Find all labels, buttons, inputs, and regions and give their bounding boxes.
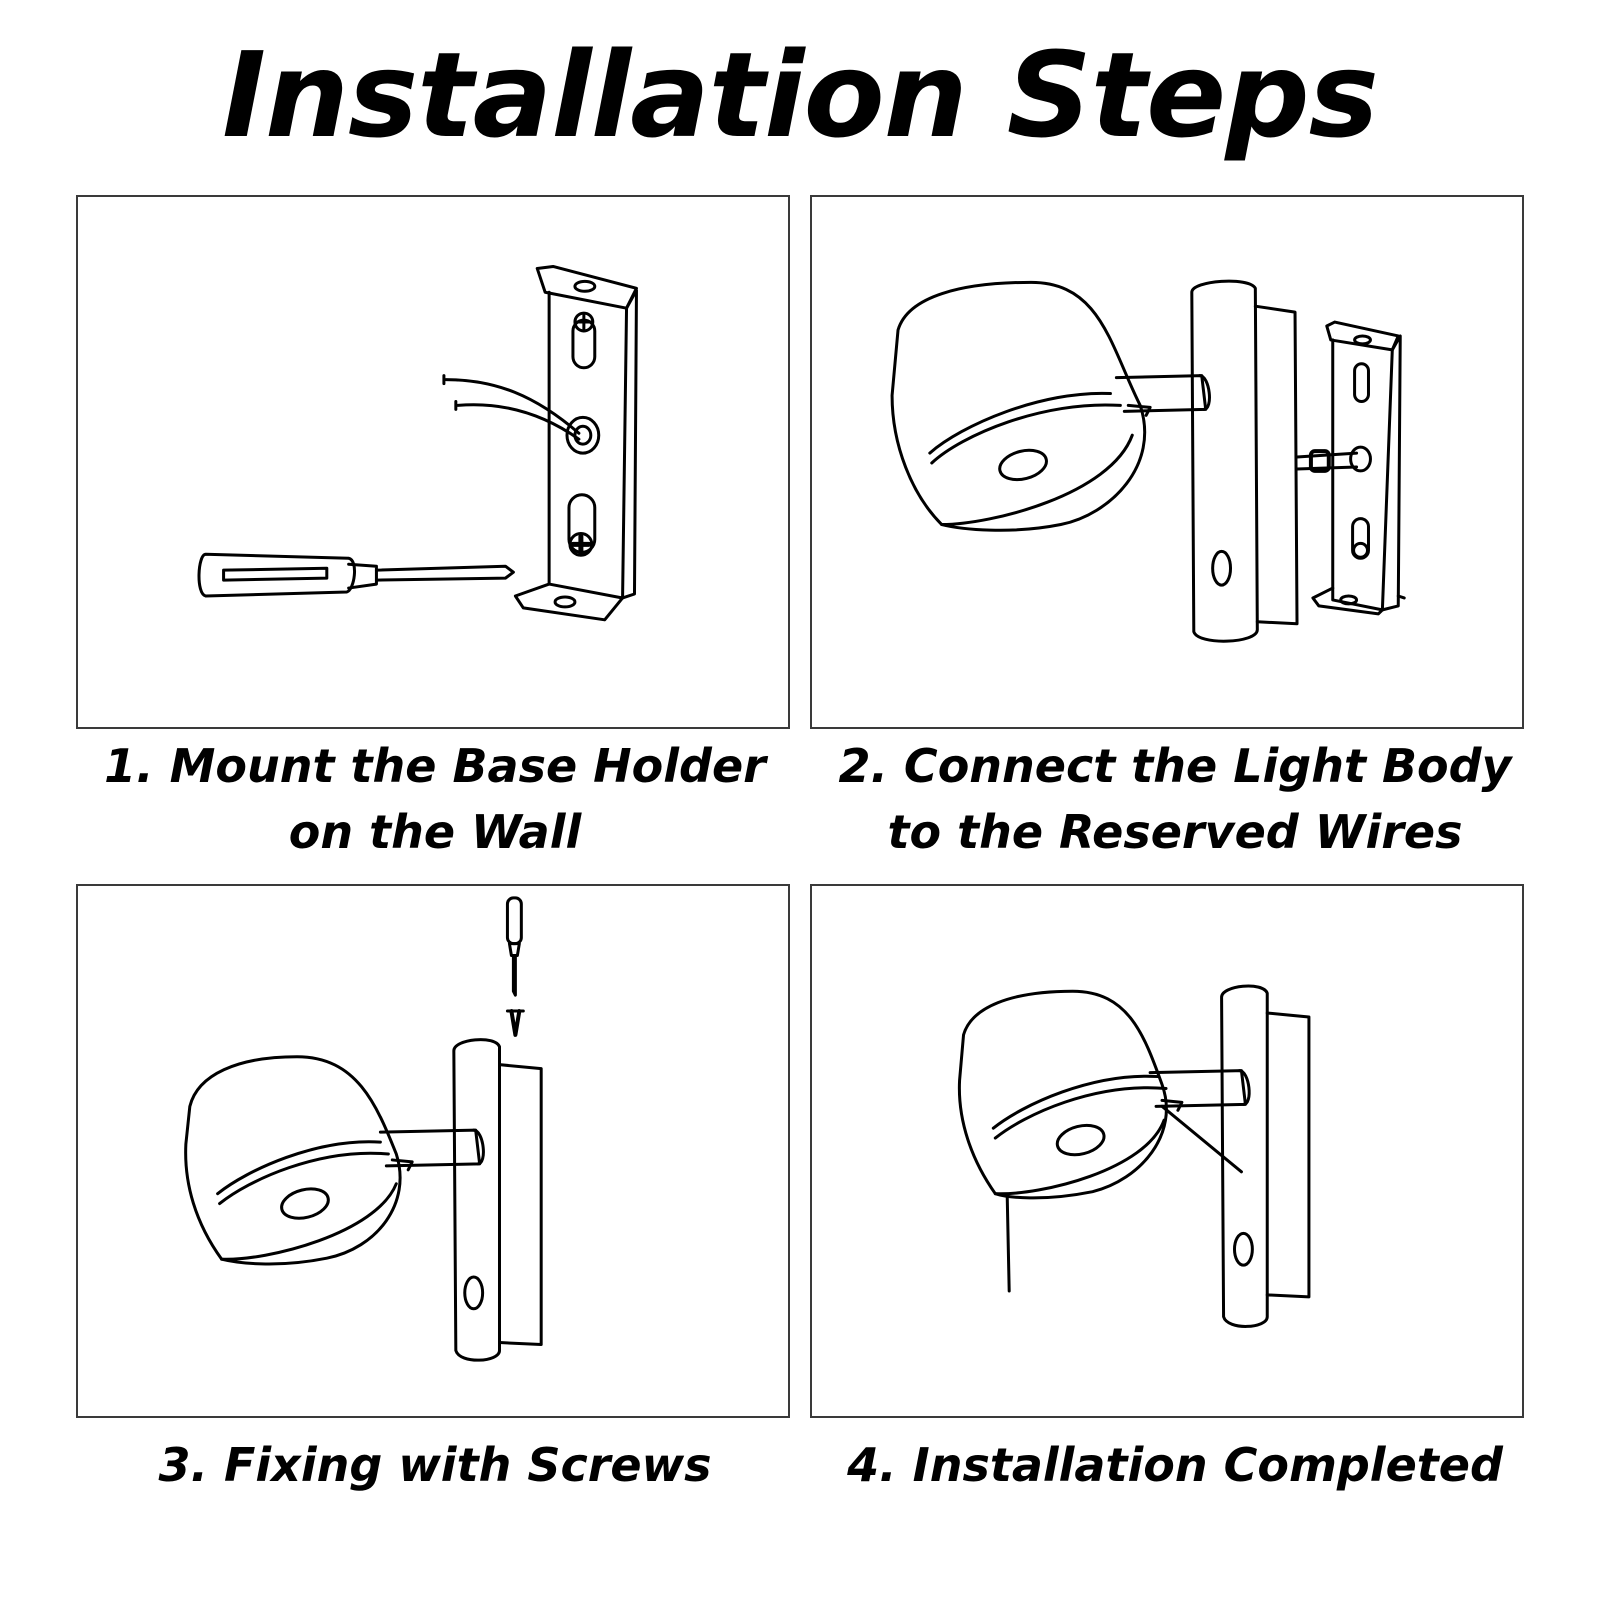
wall-plate [1192,281,1258,641]
step-3-caption: 3. Fixing with Screws [60,1432,810,1498]
step-3-illustration [76,884,790,1418]
step-2-illustration [810,195,1524,729]
reserved-wires [446,380,579,434]
fixing-screws-drawing [78,886,788,1416]
step-2-caption-line1: 2. Connect the Light Body [838,739,1512,793]
step-1-caption-line1: 1. Mount the Base Holder [104,739,766,793]
screwdriver-icon [507,898,521,995]
step-4-caption-line1: 4. Installation Completed [847,1438,1503,1492]
bracket-and-screwdriver-drawing [78,197,788,727]
lamp-arm [1116,376,1205,412]
lamp-head [892,282,1145,530]
bracket-bottom-flange [515,584,622,620]
bracket-body [549,292,626,598]
screwdriver-icon [199,554,513,596]
step-4-caption: 4. Installation Completed [790,1432,1560,1498]
page-title: Installation Steps [222,26,1379,164]
lamp-arm [380,1130,479,1166]
step-3-caption-line1: 3. Fixing with Screws [158,1438,712,1492]
step-2-caption: 2. Connect the Light Body to the Reserve… [790,733,1560,865]
power-cord [1162,1106,1241,1172]
lamp-head [186,1057,400,1264]
wall-plate [454,1040,500,1361]
step-1-illustration [76,195,790,729]
wall-plate [1222,986,1268,1326]
lamp-head [959,991,1166,1198]
step-4-illustration [810,884,1524,1418]
light-body-wiring-drawing [812,197,1522,727]
screw-icon [507,1011,523,1035]
step-1-caption: 1. Mount the Base Holder on the Wall [60,733,810,865]
installation-completed-drawing [812,886,1522,1416]
step-2-caption-line2: to the Reserved Wires [887,805,1463,859]
lamp-arm [1150,1071,1245,1107]
bracket-top-flange [537,266,636,308]
step-1-caption-line2: on the Wall [288,805,582,859]
